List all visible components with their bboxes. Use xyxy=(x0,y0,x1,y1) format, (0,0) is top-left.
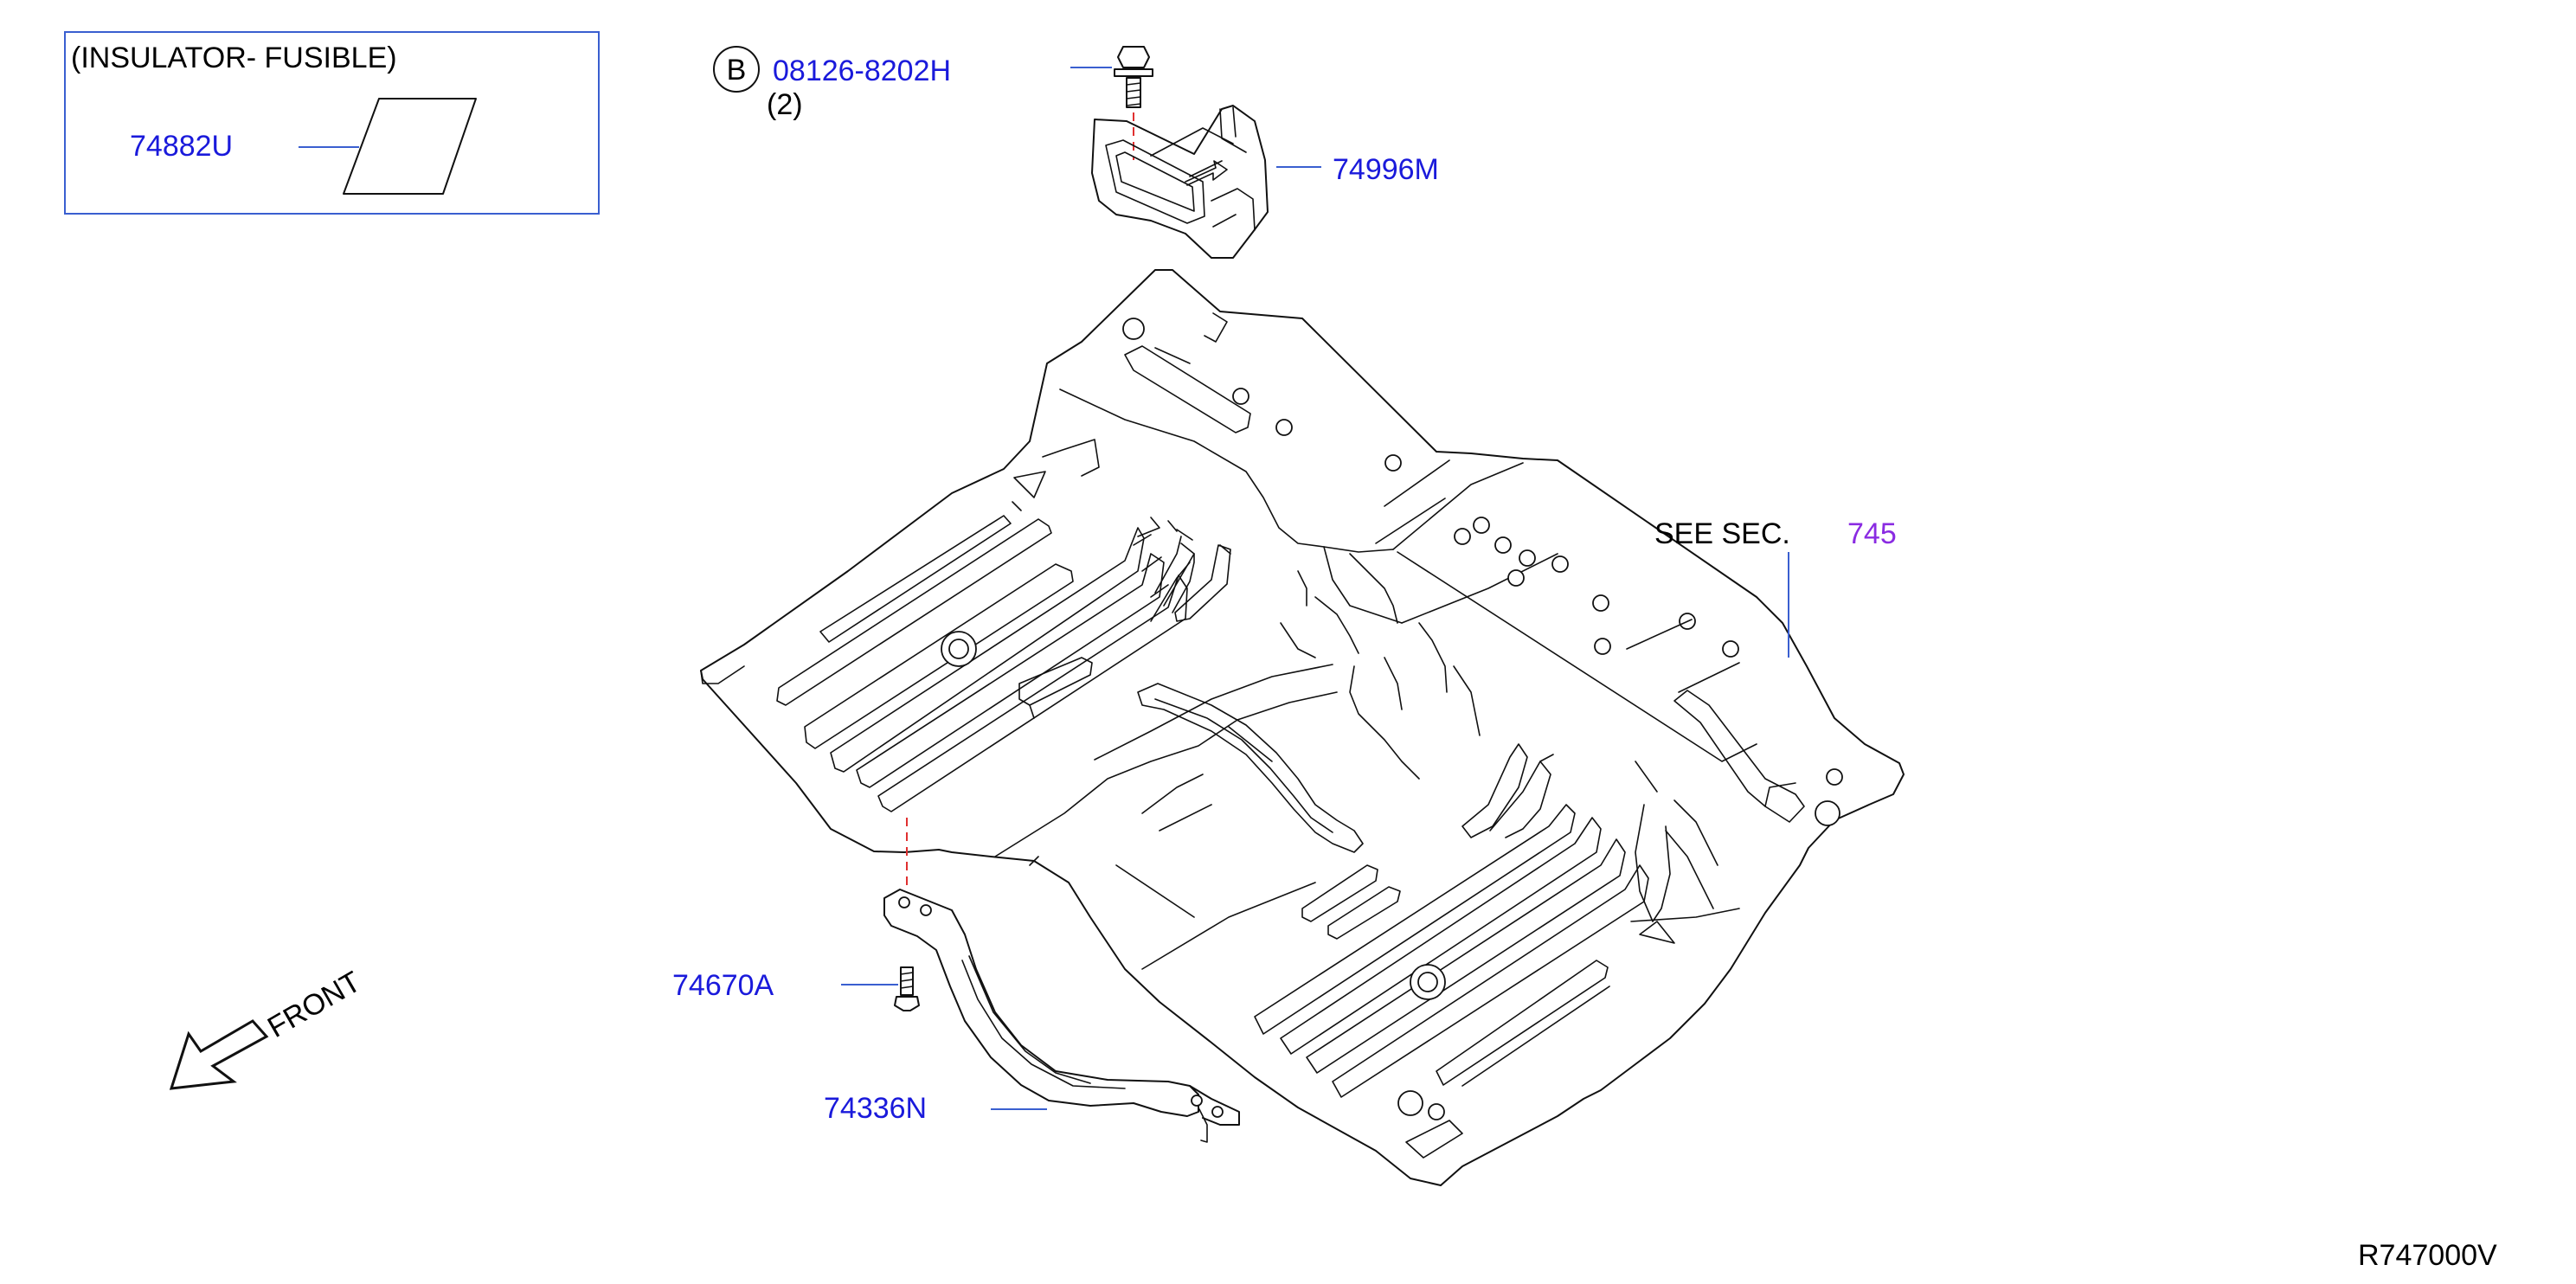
diagram-code: R747000V xyxy=(2358,1239,2497,1272)
part-74336N[interactable]: 74336N xyxy=(824,1092,927,1125)
part-74882U[interactable]: 74882U xyxy=(130,130,233,163)
insulator-inset: (INSULATOR- FUSIBLE) 74882U xyxy=(64,31,600,215)
bolt-callout: B 08126-8202H (2) xyxy=(713,46,1112,121)
bolt-quantity: (2) xyxy=(767,88,803,121)
floor-panel[interactable] xyxy=(700,269,1905,1186)
see-sec-link[interactable]: 745 xyxy=(1847,517,1897,550)
bolt-badge-letter: B xyxy=(727,54,747,87)
part-74670A[interactable]: 74670A xyxy=(672,969,774,1002)
part-08126-8202H[interactable]: 08126-8202H xyxy=(773,55,951,87)
clip-icon[interactable] xyxy=(894,966,920,1011)
see-sec-label: SEE SEC. xyxy=(1654,517,1790,550)
bolt-badge xyxy=(713,46,760,93)
bolt-icon[interactable] xyxy=(1114,46,1153,108)
inset-border xyxy=(64,31,600,215)
insulator-pad-icon[interactable] xyxy=(343,98,477,195)
front-label: FRONT xyxy=(262,965,366,1043)
bracket-74336N[interactable] xyxy=(883,889,1240,1143)
front-arrow-icon xyxy=(169,1019,269,1090)
bracket-74996M[interactable] xyxy=(1091,105,1269,259)
inset-title: (INSULATOR- FUSIBLE) xyxy=(71,42,397,74)
part-74996M[interactable]: 74996M xyxy=(1333,153,1439,186)
